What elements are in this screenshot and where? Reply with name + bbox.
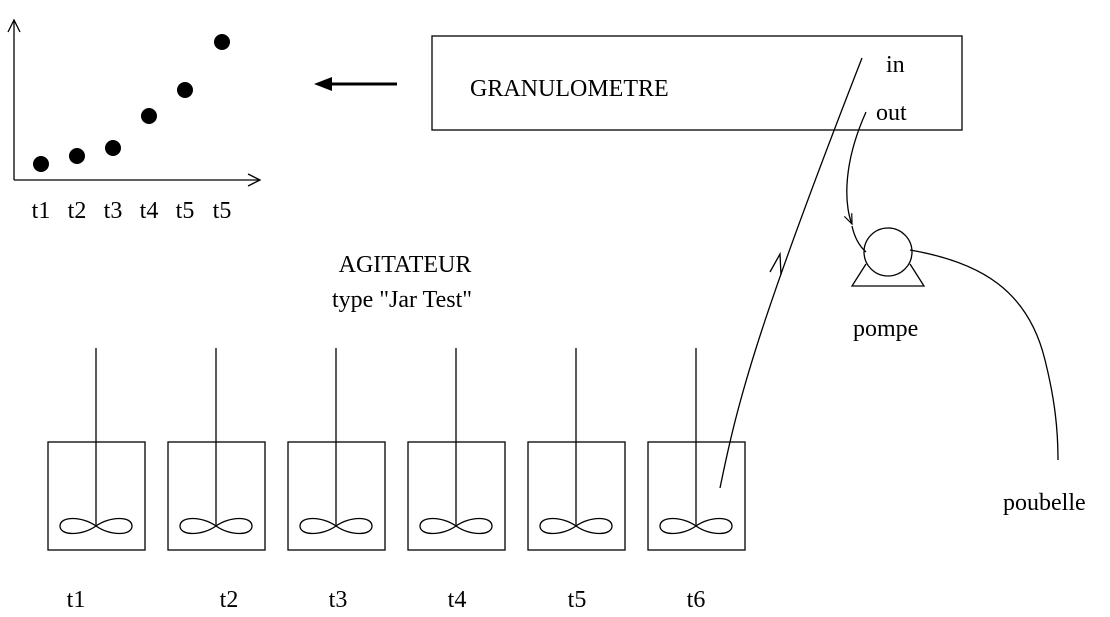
time-plot: t1 t2 t3 t4 t5 t5 (7, 18, 262, 224)
plot-tick-label: t3 (104, 198, 123, 224)
stirrer-blade (659, 517, 733, 535)
jar-t5: t5 (527, 348, 626, 613)
waste-label: poubelle (1003, 490, 1086, 516)
output-arrow (314, 77, 397, 91)
pump: pompe (850, 225, 926, 342)
pump-label: pompe (853, 316, 918, 342)
jar-label: t5 (568, 587, 587, 613)
plot-point (214, 34, 230, 50)
plot-tick-label: t2 (68, 198, 87, 224)
plot-point (177, 82, 193, 98)
stirrer-blade (419, 517, 493, 535)
stirrer-blade (179, 517, 253, 535)
plot-tick-label: t5 (213, 198, 232, 224)
pump-base (850, 263, 926, 287)
plot-point (33, 156, 49, 172)
stirrer-blade (299, 517, 373, 535)
stirrer-blade (539, 517, 613, 535)
jar-row: t1 t2 t3 t4 t5 t6 (47, 348, 746, 613)
granulometre-in-label: in (886, 52, 905, 78)
plot-point (141, 108, 157, 124)
agitateur-title: AGITATEUR (339, 252, 472, 278)
jar-t1: t1 (47, 348, 146, 613)
plot-tick-label: t1 (32, 198, 51, 224)
waste-line: poubelle (909, 249, 1086, 516)
plot-point (105, 140, 121, 156)
sampling-tube-arrowhead (769, 251, 782, 276)
agitateur-label: AGITATEUR type "Jar Test" (332, 252, 472, 313)
sampling-tube (719, 57, 863, 489)
plot-x-axis-arrowhead (247, 173, 262, 187)
jar-t2: t2 (167, 348, 266, 613)
jar-label: t3 (329, 587, 348, 613)
plot-point (69, 148, 85, 164)
pump-body (863, 227, 913, 277)
granulometre-title: GRANULOMETRE (470, 76, 669, 102)
agitateur-type: type "Jar Test" (332, 287, 472, 313)
jar-label: t4 (448, 587, 467, 613)
sampling-tube-line (719, 57, 863, 489)
out-tube (847, 111, 867, 224)
waste-tube (909, 249, 1059, 461)
pump-inlet (851, 225, 867, 253)
jar-t4: t4 (407, 348, 506, 613)
granulometre-out-label: out (876, 100, 907, 126)
plot-tick-label: t4 (140, 198, 159, 224)
jar-t3: t3 (287, 348, 386, 613)
jar-label: t1 (67, 587, 86, 613)
stirrer-blade (59, 517, 133, 535)
jar-t6: t6 (647, 348, 746, 613)
plot-points (33, 34, 230, 172)
granulometre-box (431, 35, 963, 131)
plot-tick-labels: t1 t2 t3 t4 t5 t5 (32, 198, 232, 224)
plot-tick-label: t5 (176, 198, 195, 224)
plot-y-axis-arrowhead (7, 18, 21, 33)
jar-label: t6 (687, 587, 706, 613)
jar-label: t2 (220, 587, 239, 613)
out-tube-line (847, 111, 867, 224)
granulometre: GRANULOMETRE in out (431, 35, 963, 131)
output-arrow-head (314, 77, 332, 91)
